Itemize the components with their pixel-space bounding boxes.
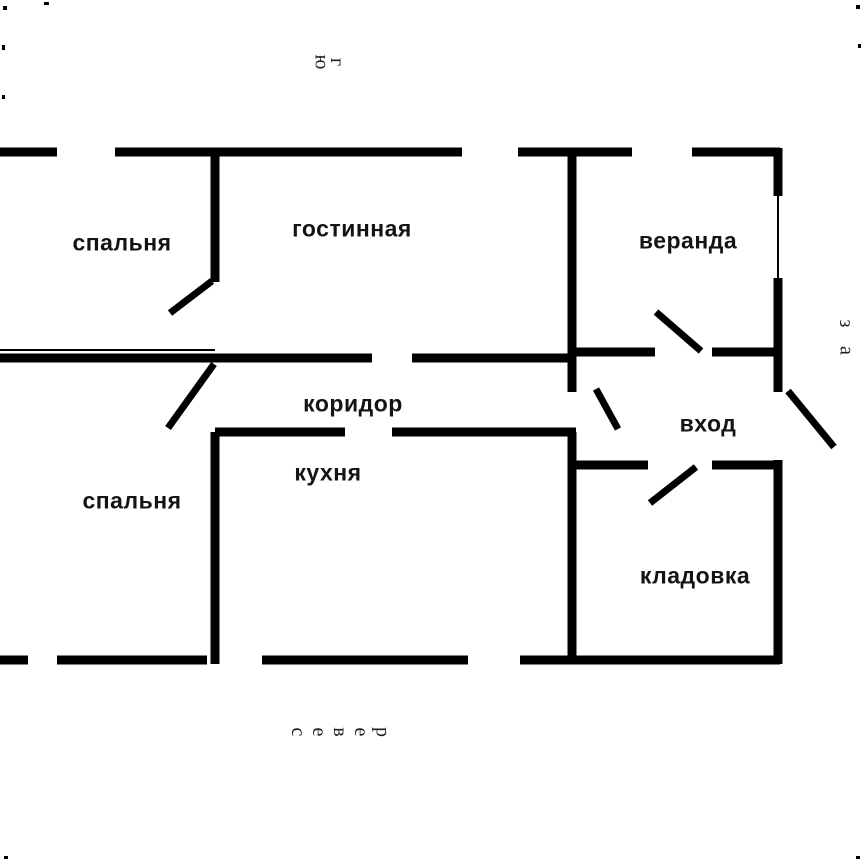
room-label-veranda: веранда [638,227,738,254]
room-label-kitchen: кухня [294,459,362,486]
room-label-bedroom-top: спальня [72,229,172,256]
doors-group [165,278,837,506]
windows-group [0,196,779,351]
room-label-storage: кладовка [639,562,751,589]
direction-label-north: север [286,727,394,737]
room-label-corridor: коридор [303,390,403,417]
room-label-living-room: гостинная [292,215,412,242]
room-label-entrance: вход [679,410,737,437]
room-label-bedroom-bottom: спальня [82,487,182,514]
walls-group [0,147,783,665]
direction-label-south: юг [310,54,348,70]
